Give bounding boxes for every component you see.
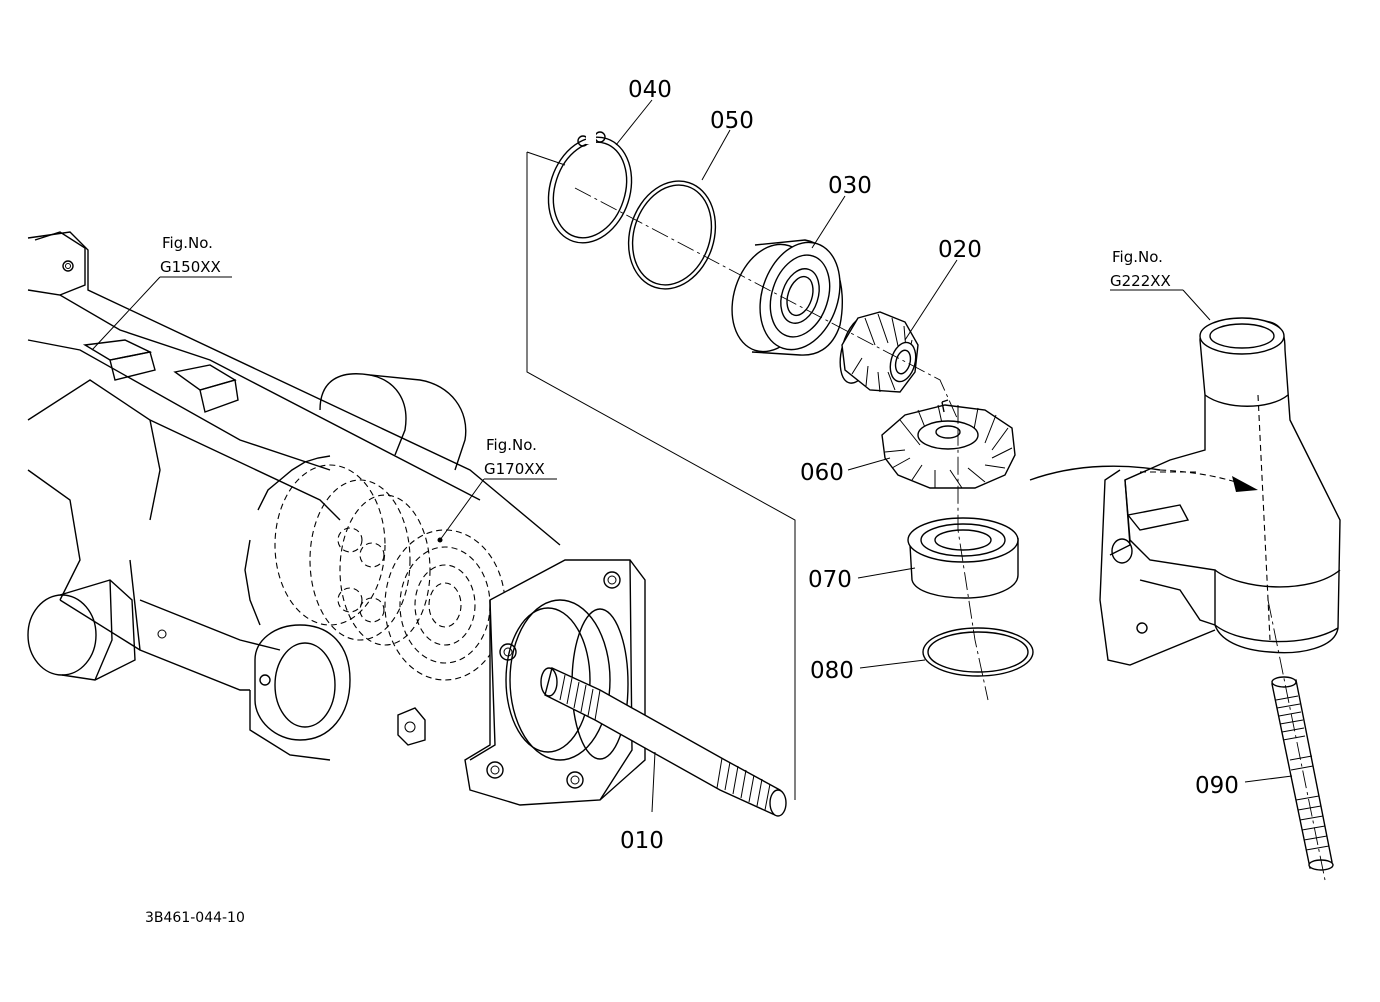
assembly-arrow [1029,465,1258,492]
part-label-080: 080 [810,658,854,684]
part-070-bearing [907,517,1019,599]
part-050-ring [627,180,717,290]
fig-ref-g222xx-code: G222XX [1110,272,1171,290]
part-080-washer [922,627,1034,677]
part-label-010: 010 [620,828,664,854]
fig-ref-g150xx-prefix: Fig.No. [162,234,213,252]
part-label-050: 050 [710,108,754,134]
fig-ref-g170xx-prefix: Fig.No. [486,436,537,454]
part-090-spline-shaft [1267,599,1334,881]
figure-references: Fig.No. G150XX Fig.No. G170XX Fig.No. G2… [160,234,1171,478]
drawing-code: 3B461-044-10 [145,910,245,926]
part-010-axle-shaft [540,667,787,817]
part-040-circlip [547,128,633,244]
fig-ref-g170xx-code: G170XX [484,460,545,478]
part-030-ball-bearing [731,239,844,356]
part-label-090: 090 [1195,773,1239,799]
assembly-centerline [574,187,989,701]
part-label-060: 060 [800,460,844,486]
part-label-020: 020 [938,237,982,263]
part-label-030: 030 [828,173,872,199]
part-number-labels: 040 050 030 020 060 070 080 010 090 [620,77,1239,854]
transmission-housing [27,231,561,761]
steering-knuckle [1099,317,1341,666]
part-label-040: 040 [628,77,672,103]
part-label-070: 070 [808,567,852,593]
fig-ref-g150xx-code: G150XX [160,258,221,276]
leader-lines [91,99,1293,813]
part-060-bevel-gear [881,399,1016,489]
fig-ref-g222xx-prefix: Fig.No. [1112,248,1163,266]
part-020-pinion-gear [839,311,919,393]
